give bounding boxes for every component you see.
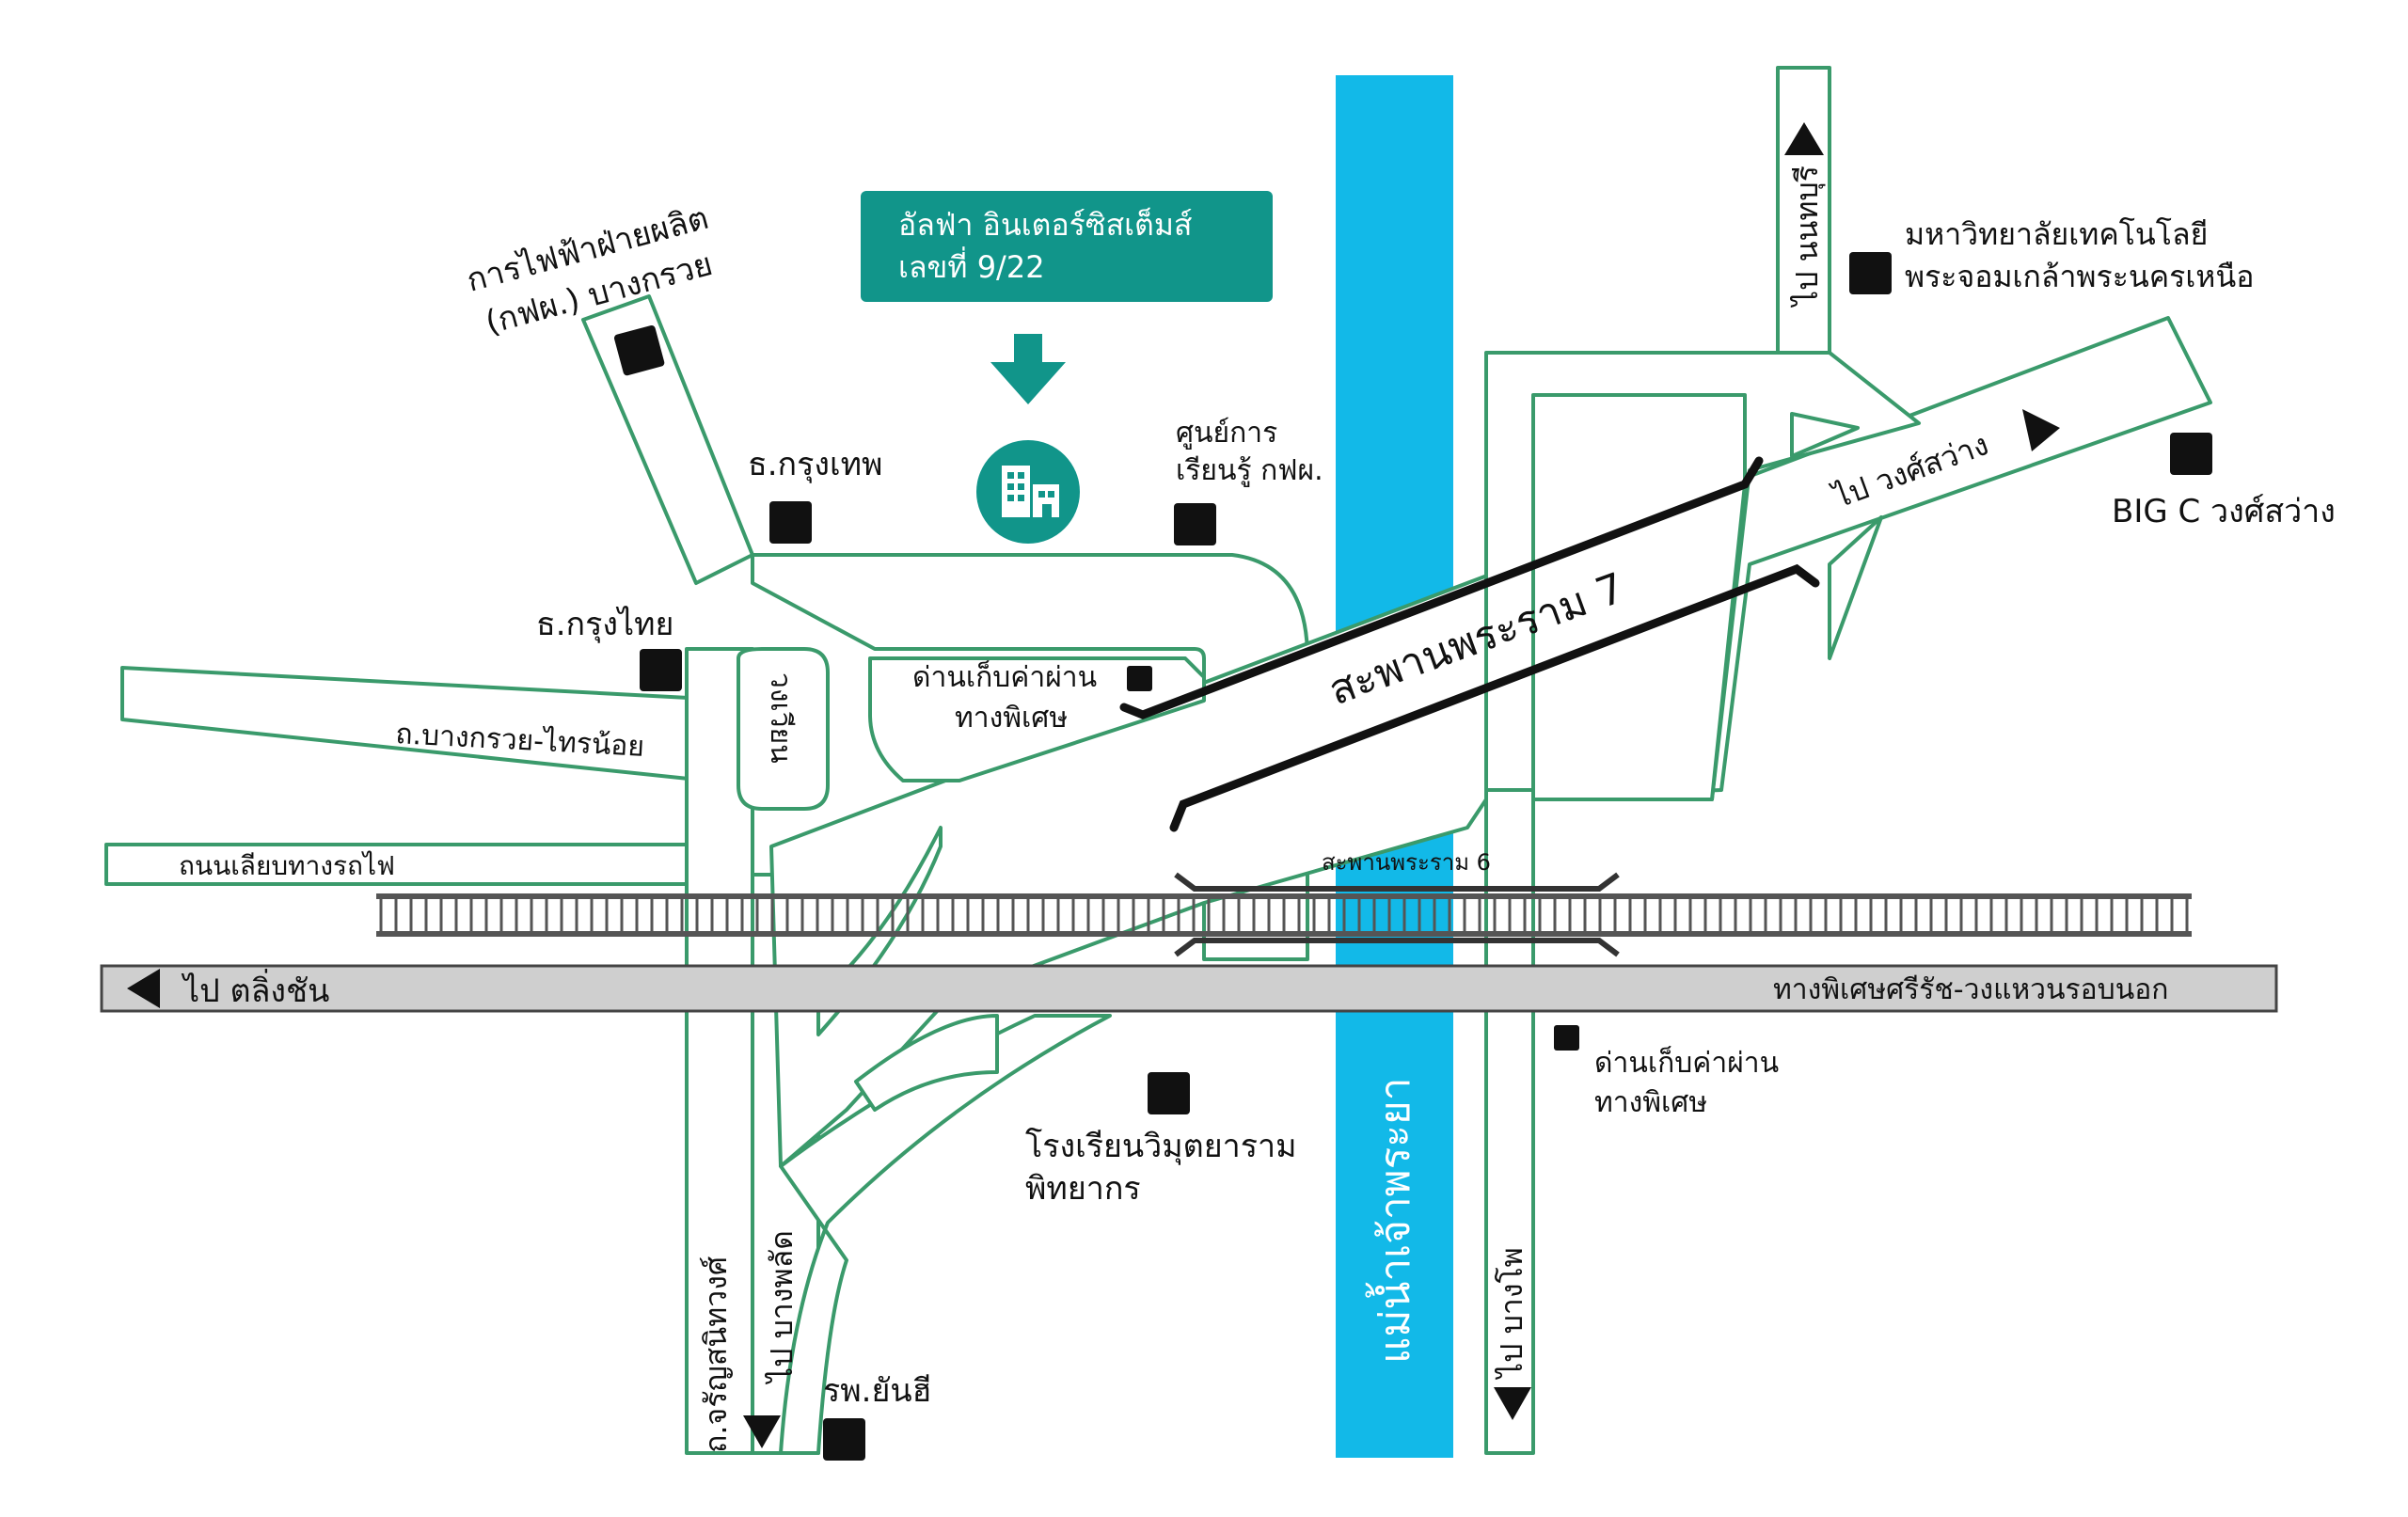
egat-marker: [613, 324, 665, 376]
right-triangle-2: [1828, 515, 1883, 660]
down-arrow-icon: [990, 334, 1066, 404]
expressway-band: [100, 964, 2278, 1013]
toll-east-label-1: ด่านเก็บค่าผ่าน: [1594, 1045, 1779, 1080]
rama7-bridge: [1119, 456, 1820, 832]
kmutnb-label-2: พระจอมเกล้าพระนครเหนือ: [1905, 259, 2254, 294]
direction-arrows: [127, 122, 2060, 1448]
railway-track: [376, 893, 2192, 937]
kmutnb-label-1: มหาวิทยาลัยเทคโนโลยี: [1905, 216, 2208, 252]
up-arrow-icon: [1784, 122, 1824, 155]
bang-phlat-label: ไป บางพลัด: [764, 1230, 800, 1385]
toll-east-marker: [1554, 1025, 1579, 1051]
river-label: แม่น้ำเจ้าพระยา: [1365, 1078, 1419, 1364]
road-bang-pho: [1484, 788, 1535, 1455]
toll-west-label-2: ทางพิเศษ: [955, 702, 1068, 735]
bangkok-bank-label: ธ.กรุงเทพ: [748, 446, 882, 483]
egat-learning-label-1: ศูนย์การ: [1176, 417, 1277, 450]
right-triangle-1: [1790, 412, 1860, 458]
down-arrow-bang-phlat-icon: [743, 1415, 781, 1448]
nonthaburi-label: ไป นนทบุรี: [1789, 166, 1826, 308]
right-block-inner: [1531, 393, 1747, 801]
krungthai-bank-label: ธ.กรุงไทย: [536, 606, 673, 643]
company-address: เลขที่ 9/22: [898, 246, 1045, 285]
roundabout-island: [737, 647, 830, 811]
road-label-railway-side: ถนนเลียบทางรถไฟ: [179, 850, 395, 881]
toll-west-marker: [1127, 666, 1152, 691]
bang-pho-label: ไป บางโพ: [1494, 1247, 1529, 1381]
bigc-label: BIG C วงศ์สว่าง: [2112, 493, 2336, 530]
toll-plaza-island: [868, 656, 1206, 782]
rama6-label: สะพานพระราม 6: [1322, 849, 1491, 876]
bangkok-bank-marker: [769, 501, 812, 544]
school-label-2: พิทยากร: [1025, 1170, 1141, 1208]
kmutnb-marker: [1849, 252, 1892, 294]
left-arrow-icon: [127, 969, 160, 1008]
right-arrow-icon: [2022, 409, 2060, 451]
road-egat: [581, 294, 754, 585]
taling-chan-label: ไป ตลิ่งชัน: [181, 969, 329, 1010]
hospital-label: รพ.ยันฮี: [823, 1372, 931, 1410]
egat-learning-label-2: เรียนรู้ กฟผ.: [1176, 454, 1323, 487]
company-callout: [861, 191, 1273, 302]
egat-learning-marker: [1174, 503, 1216, 545]
school-marker: [1148, 1072, 1190, 1114]
bigc-marker: [2170, 433, 2212, 475]
charan-sanitwong-label: ถ.จรัญสนิทวงศ์: [698, 1256, 734, 1453]
toll-west-label-1: ด่านเก็บค่าผ่าน: [912, 659, 1097, 694]
toll-east-label-2: ทางพิเศษ: [1594, 1086, 1707, 1119]
krungthai-bank-marker: [640, 649, 682, 691]
company-name: อัลฟ่า อินเตอร์ซิสเต็มส์: [898, 207, 1192, 243]
school-label-1: โรงเรียนวิมุตยาราม: [1025, 1128, 1297, 1165]
expressway-label: ทางพิเศษศรีรัช-วงแหวนรอบนอก: [1773, 973, 2168, 1006]
down-arrow-bang-pho-icon: [1494, 1387, 1531, 1420]
road-ramp-loop: [854, 1014, 999, 1112]
hospital-marker: [823, 1418, 865, 1461]
office-building-icon: [976, 440, 1080, 544]
roundabout-label: วงเวียน: [764, 672, 797, 764]
landmark-markers: [613, 252, 2212, 1461]
rama6-bridge: [1174, 872, 1620, 957]
